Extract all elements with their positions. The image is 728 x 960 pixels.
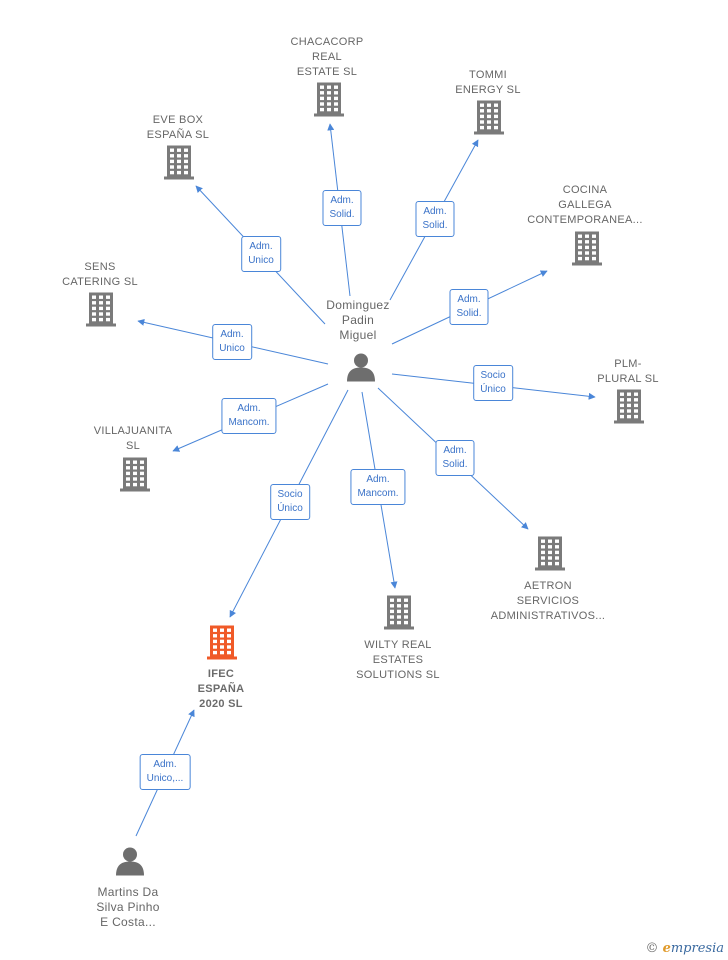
building-icon [474,100,504,135]
building-icon-wrap[interactable] [474,99,504,140]
company-name-evebox[interactable]: EVE BOX ESPAÑA SL [146,114,210,141]
edge-label-evebox[interactable]: Adm. Unico [241,236,281,272]
company-name-villajuanita[interactable]: VILLAJUANITA SL [93,425,173,452]
person-name-martins[interactable]: Martins Da Silva Pinho E Costa... [96,885,160,929]
company-name-cocina[interactable]: COCINA GALLEGA CONTEMPORANEA... [527,184,643,226]
building-icon [535,536,565,571]
company-name-ifec[interactable]: IFEC ESPAÑA 2020 SL [197,668,245,710]
edge-label-cocina[interactable]: Adm. Solid. [449,289,489,325]
building-icon-wrap[interactable] [572,230,602,271]
building-icon [164,145,194,180]
edge-label-ifec[interactable]: Socio Único [270,484,310,520]
company-name-sens[interactable]: SENS CATERING SL [62,261,138,288]
building-icon [614,389,644,424]
building-icon-wrap[interactable] [120,456,150,497]
brand-name: mpresia [670,941,724,956]
building-icon [384,595,414,630]
edge-label-sens[interactable]: Adm. Unico [212,324,252,360]
edge-label-wilty[interactable]: Adm. Mancom. [350,469,406,505]
building-icon-wrap[interactable] [535,535,565,576]
brand-initial: e [662,941,671,956]
edge-label-plm[interactable]: Socio Único [473,365,513,401]
edge-label-villajuanita[interactable]: Adm. Mancom. [221,398,277,434]
company-name-wilty[interactable]: WILTY REAL ESTATES SOLUTIONS SL [356,639,440,681]
building-icon-wrap[interactable] [384,594,414,635]
edge-label-tommi[interactable]: Adm. Solid. [415,201,455,237]
empresia-watermark[interactable]: © empresia [645,941,724,956]
building-icon [314,82,344,117]
building-icon-wrap[interactable] [614,388,644,429]
building-icon [572,231,602,266]
person-name-center[interactable]: Dominguez Padin Miguel [326,298,390,342]
edge-label-ifec-from-martins[interactable]: Adm. Unico,... [139,754,191,790]
person-icon-wrap[interactable] [346,352,376,387]
company-name-tommi[interactable]: TOMMI ENERGY SL [455,69,521,96]
building-icon-wrap[interactable] [207,624,237,665]
company-name-plm[interactable]: PLM- PLURAL SL [597,358,659,385]
company-name-aetron[interactable]: AETRON SERVICIOS ADMINISTRATIVOS... [490,580,606,622]
person-icon [116,847,144,876]
building-icon [120,457,150,492]
building-icon [86,292,116,327]
building-icon [207,625,237,660]
person-icon-wrap[interactable] [115,846,145,881]
company-name-chacacorp[interactable]: CHACACORP REAL ESTATE SL [290,36,364,78]
building-icon-wrap[interactable] [164,144,194,185]
copyright-icon: © [645,941,659,956]
building-icon-wrap[interactable] [86,291,116,332]
edge-label-aetron[interactable]: Adm. Solid. [435,440,475,476]
edge-label-chacacorp[interactable]: Adm. Solid. [322,190,362,226]
building-icon-wrap[interactable] [314,81,344,122]
person-icon [347,353,375,382]
